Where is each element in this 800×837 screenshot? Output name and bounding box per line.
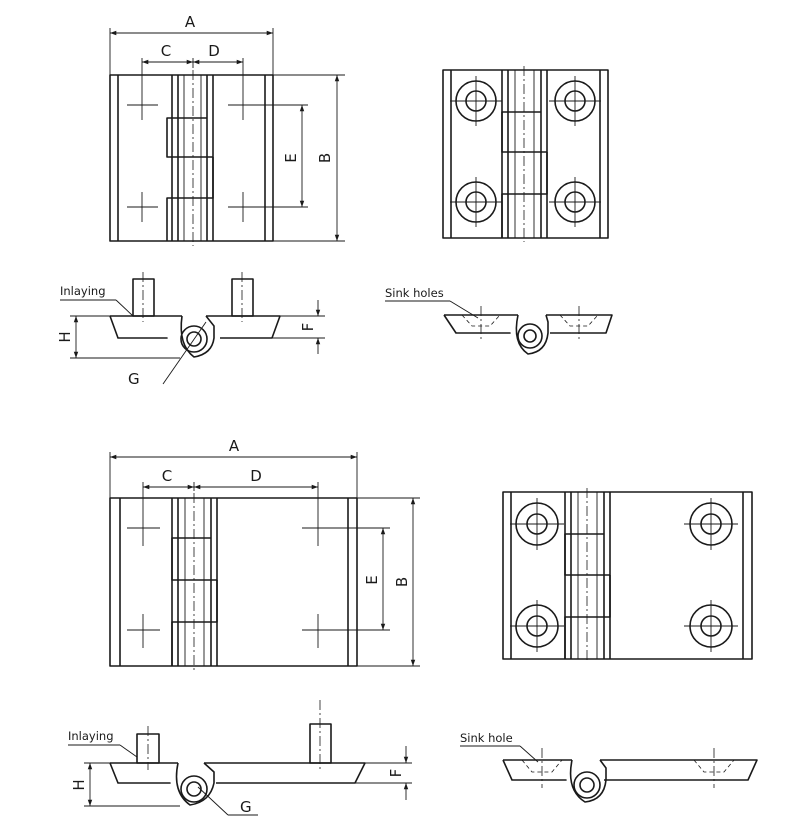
sink-hole-icon <box>450 177 502 227</box>
dim-f-label: F <box>299 323 317 332</box>
hinge2-rear-view <box>502 488 753 663</box>
inlaying-label: Inlaying <box>68 729 114 743</box>
sink-hole-icon <box>510 600 564 652</box>
hinge1-front-view: A C D B E <box>109 13 345 246</box>
sink-hole-icon <box>450 76 502 126</box>
dim-d-label: D <box>250 467 262 485</box>
dim-h-label: H <box>56 331 74 342</box>
dim-f-label: F <box>387 769 405 778</box>
dim-a-label: A <box>185 13 196 31</box>
hinge2-front-view: A C D B E <box>109 437 420 671</box>
sink-hole-icon <box>510 498 564 550</box>
dim-d-label: D <box>208 42 220 60</box>
sink-hole-icon <box>684 600 738 652</box>
dim-e-label: E <box>363 575 381 584</box>
dim-g-label: G <box>240 798 252 816</box>
dim-a-label: A <box>229 437 240 455</box>
dim-g-label: G <box>128 370 140 388</box>
sink-hole-icon <box>684 498 738 550</box>
dim-h-label: H <box>70 779 88 790</box>
sink-hole-icon <box>549 76 601 126</box>
sink-holes-label: Sink holes <box>385 286 444 300</box>
dim-c-label: C <box>161 42 171 60</box>
hinge2-side-view-sink-hole: Sink hole <box>460 731 758 803</box>
dim-b-label: B <box>316 153 334 163</box>
dim-b-label: B <box>393 577 411 587</box>
hinge2-side-view-inlaying: F H Inlaying G <box>68 700 412 816</box>
dim-c-label: C <box>162 467 172 485</box>
hinge1-side-view-inlaying: F H Inlaying G <box>56 272 325 388</box>
hinge1-side-view-sink-holes: Sink holes <box>385 286 613 355</box>
hinge1-rear-view <box>442 66 609 242</box>
inlaying-label: Inlaying <box>60 284 106 298</box>
dim-e-label: E <box>282 153 300 162</box>
sink-hole-label: Sink hole <box>460 731 513 745</box>
sink-hole-icon <box>549 177 601 227</box>
